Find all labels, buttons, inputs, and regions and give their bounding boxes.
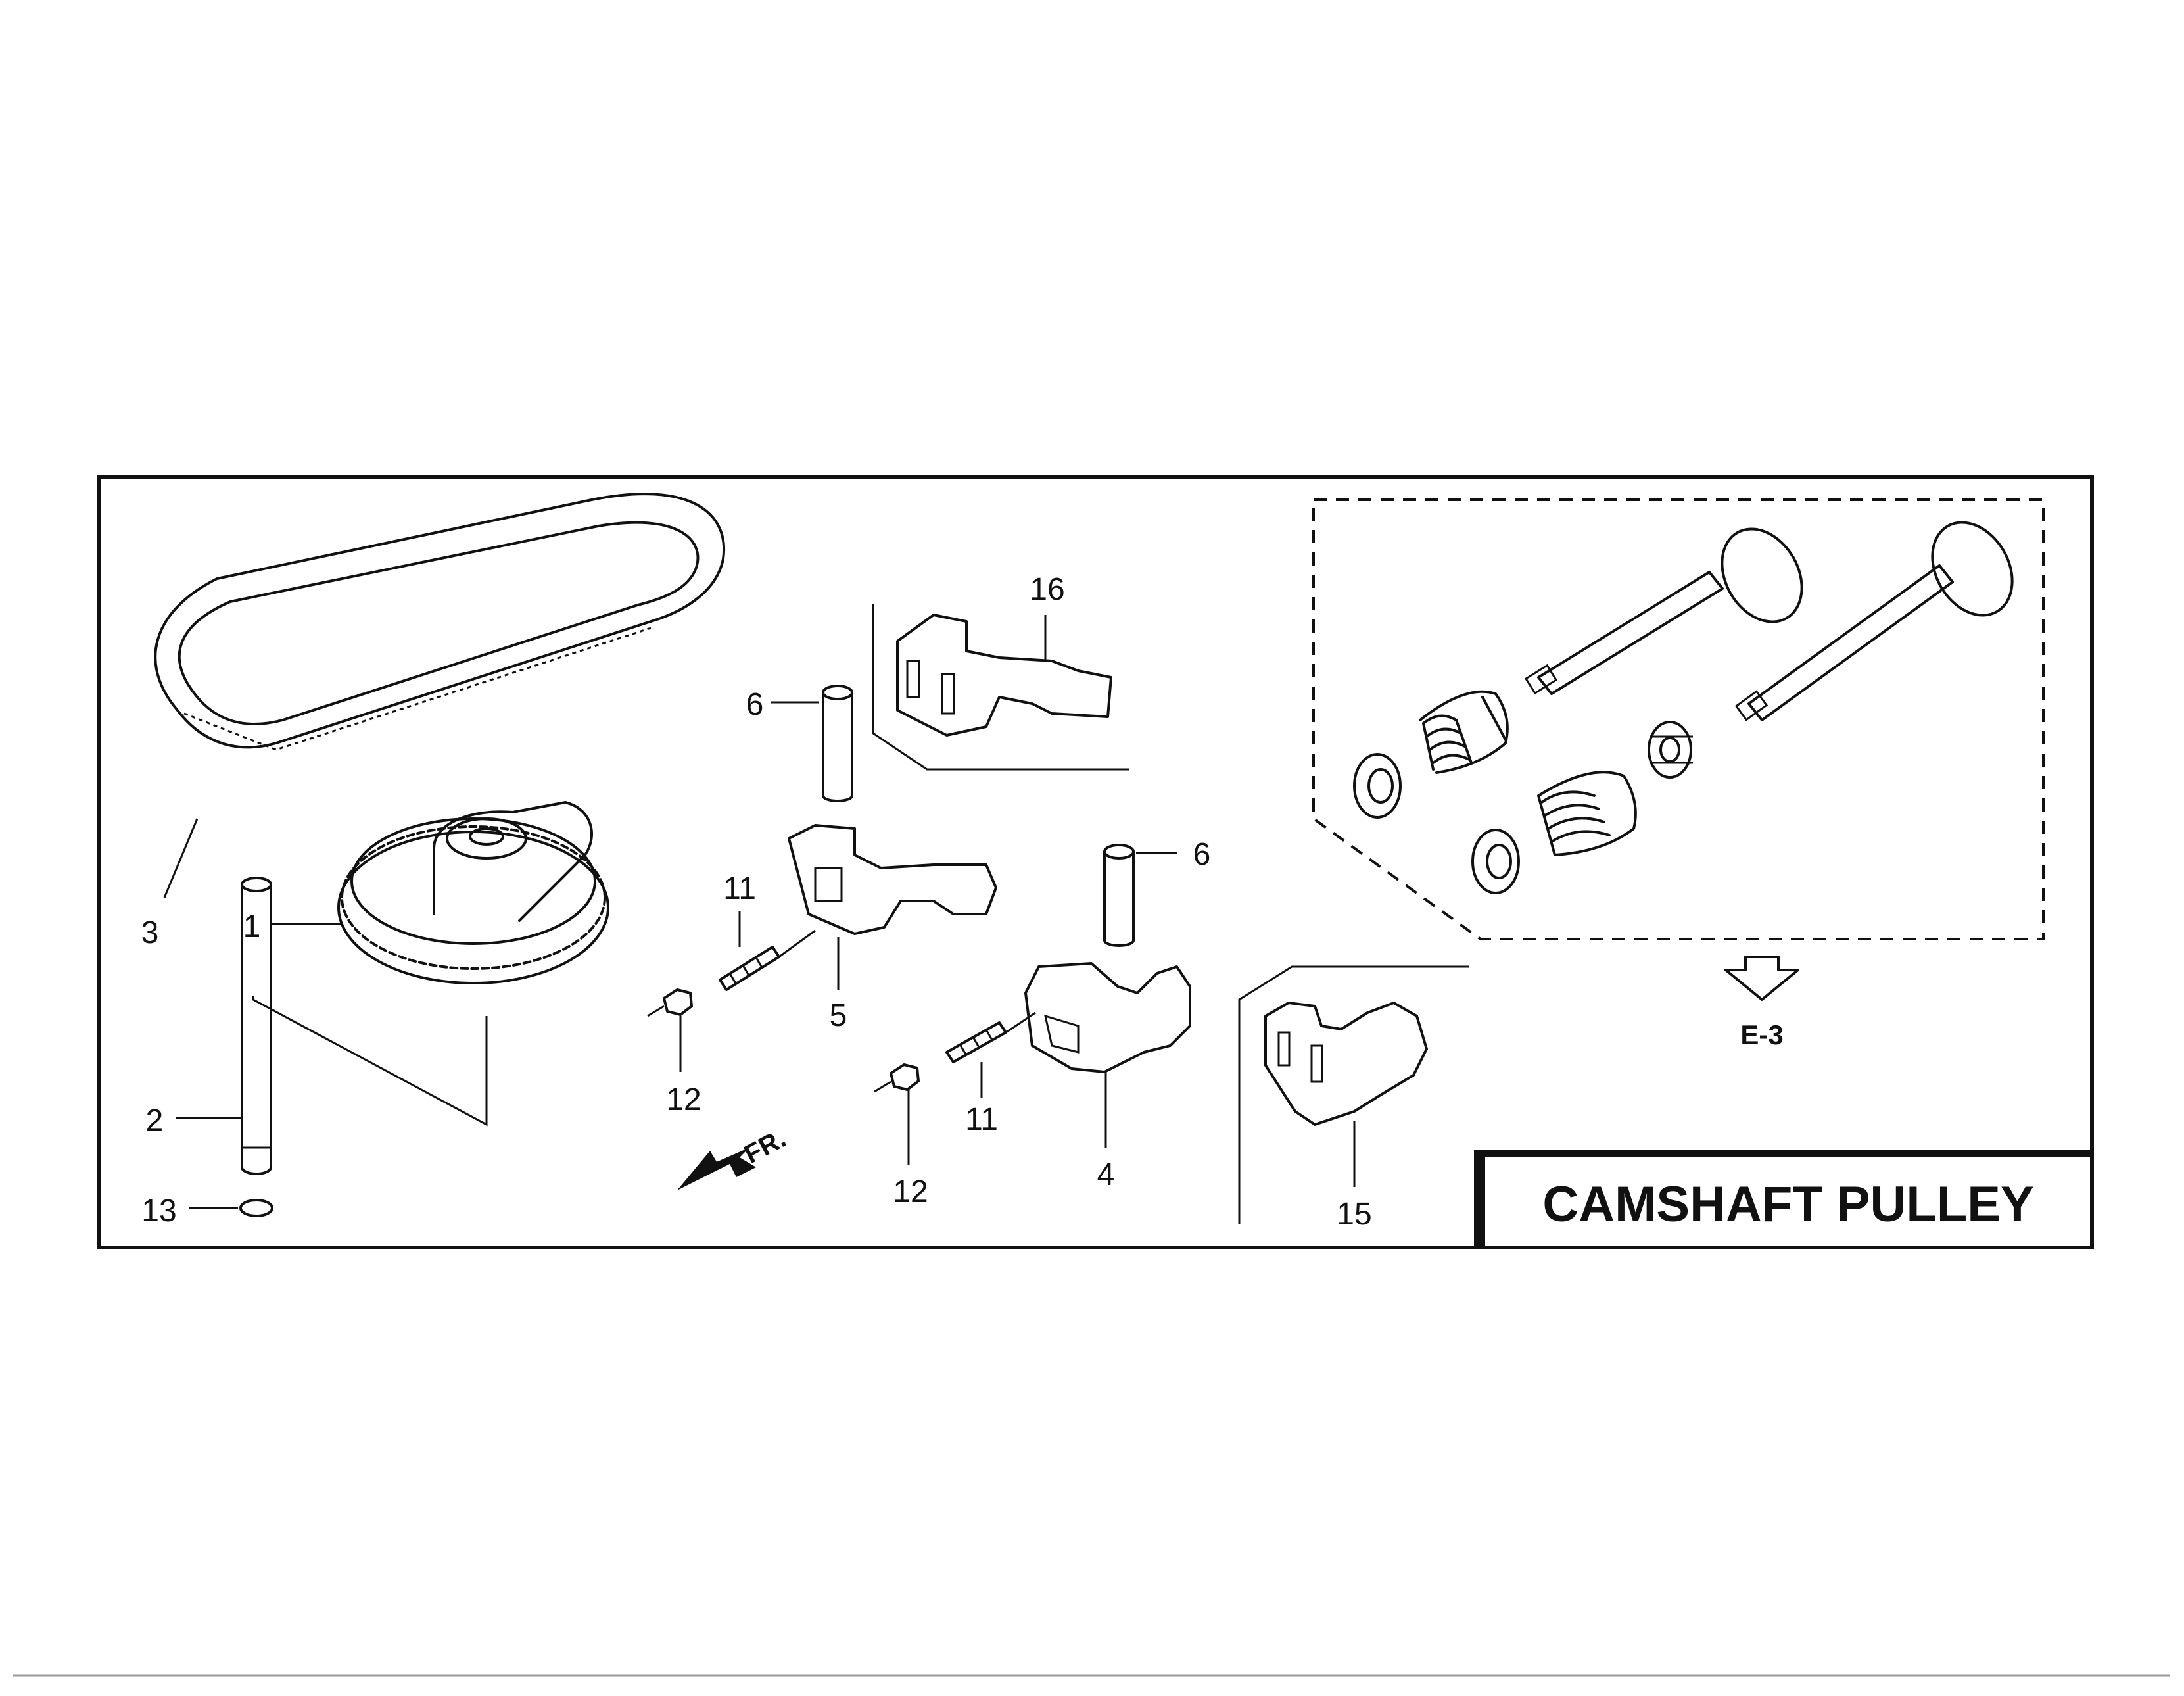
callout-13: 13 <box>141 1194 176 1228</box>
timing-belt <box>154 493 726 751</box>
adjuster-screw-right <box>945 1011 1036 1063</box>
reference-label: E-3 <box>1740 1019 1783 1050</box>
valve-stem-seal <box>1648 721 1693 779</box>
callout-4: 4 <box>1097 1157 1115 1192</box>
diagram-frame <box>97 475 2094 1249</box>
callout-12-right: 12 <box>893 1175 928 1209</box>
rocker-arm-inset-15 <box>1238 965 1469 1224</box>
callout-6-right: 6 <box>1193 837 1211 872</box>
rocker-shaft-upper <box>822 685 853 802</box>
callout-16: 16 <box>1030 572 1064 607</box>
pulley-pin <box>241 877 272 1175</box>
spring-retainer-left <box>1353 753 1402 819</box>
reference-arrow-icon <box>1724 956 1799 1001</box>
rocker-arm-inset-16 <box>872 604 1129 771</box>
title-box: CAMSHAFT PULLEY <box>1474 1150 2094 1249</box>
callout-1: 1 <box>243 909 261 944</box>
lock-nut-left <box>647 988 693 1017</box>
callout-15: 15 <box>1337 1197 1371 1232</box>
o-ring <box>239 1199 273 1217</box>
callout-leaders <box>163 615 1356 1209</box>
valve-spring-left <box>1419 690 1509 774</box>
lock-nut-right <box>874 1063 920 1093</box>
valve-kit-dashed-box <box>1312 498 2045 940</box>
callout-3: 3 <box>141 915 159 950</box>
valve-left <box>1524 527 1803 695</box>
rocker-shaft-right <box>1103 844 1135 947</box>
callout-12-left: 12 <box>666 1082 701 1117</box>
spring-retainer-right <box>1471 829 1520 894</box>
callout-11-left: 11 <box>723 871 756 906</box>
pin-location-bracket <box>252 996 488 1127</box>
adjuster-screw-left <box>719 929 816 991</box>
callout-11-right: 11 <box>965 1102 998 1137</box>
callout-5: 5 <box>830 998 847 1033</box>
callout-2: 2 <box>146 1103 164 1138</box>
camshaft-pulley <box>337 801 609 984</box>
front-direction-arrow-icon <box>677 1148 756 1190</box>
valve-spring-right <box>1537 771 1637 856</box>
rocker-arm-5 <box>788 824 997 935</box>
page-title: CAMSHAFT PULLEY <box>1542 1176 2033 1232</box>
rocker-arm-4 <box>1024 962 1191 1073</box>
valve-right <box>1734 521 2014 721</box>
callout-6-upper: 6 <box>746 687 764 722</box>
